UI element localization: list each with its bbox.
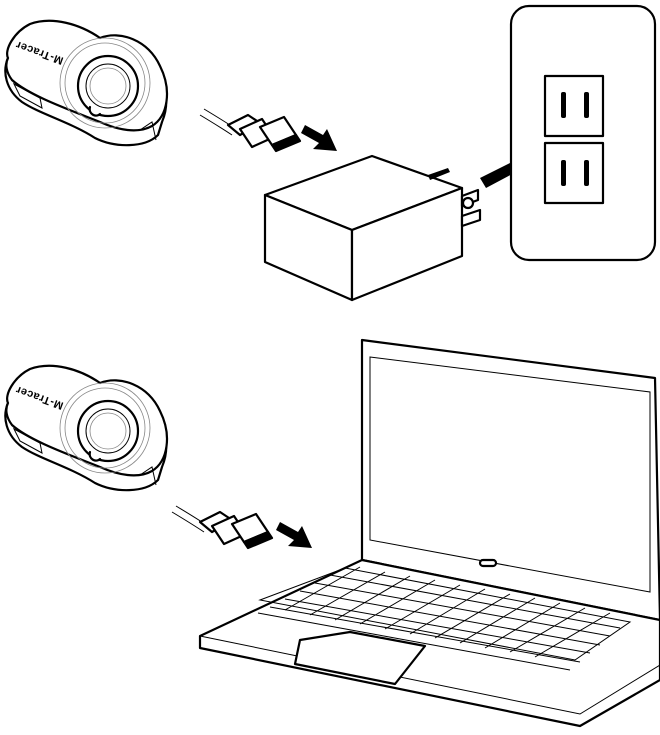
ac-adapter — [263, 154, 482, 302]
scene-ac-adapter: M-Tracer — [4, 4, 657, 302]
insert-arrow-icon — [276, 522, 312, 548]
wall-outlet — [509, 4, 657, 262]
m-tracer-device — [4, 364, 169, 492]
m-tracer-device — [4, 19, 169, 147]
scene-laptop: M-Tracer — [4, 338, 660, 728]
usb-cable — [198, 107, 302, 153]
usb-cable — [170, 504, 274, 550]
insert-arrow-icon — [301, 125, 337, 151]
laptop — [198, 338, 660, 728]
